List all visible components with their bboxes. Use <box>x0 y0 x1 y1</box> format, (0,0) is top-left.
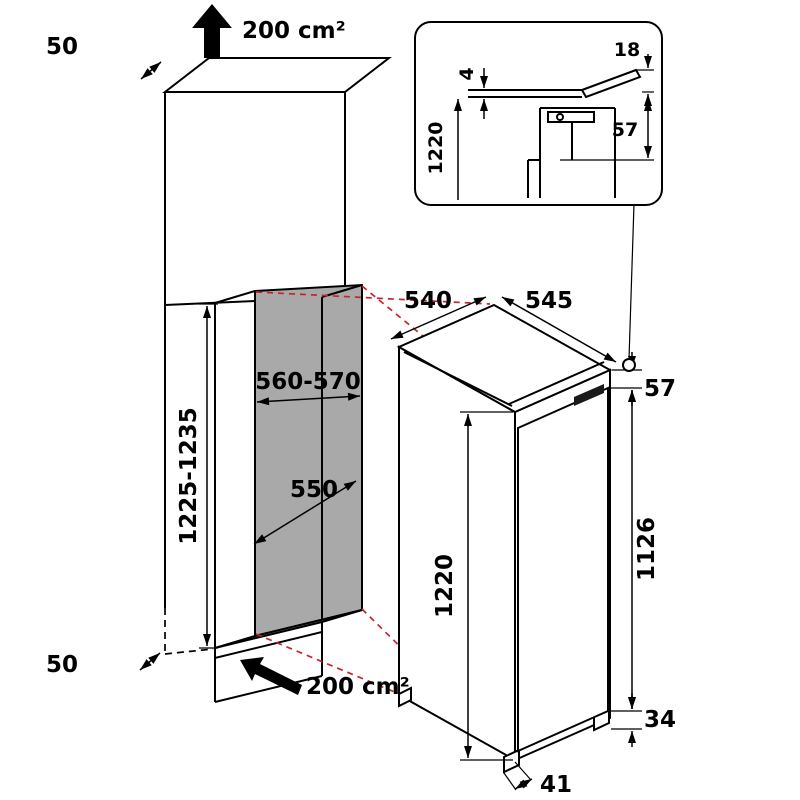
inset-dim-height: 1220 <box>425 122 447 175</box>
dim-door-height: 1126 <box>634 517 660 581</box>
inset-dim-gap: 4 <box>456 67 478 80</box>
dim-niche-depth: 550 <box>290 477 338 503</box>
airflow-arrow-bottom <box>240 657 302 695</box>
airflow-arrow-top <box>192 4 232 58</box>
dim-top-clearance: 50 <box>46 34 78 60</box>
dim-appliance-width: 545 <box>525 288 573 314</box>
appliance-foot-front <box>503 748 520 774</box>
detail-hinge-bracket <box>547 111 595 123</box>
appliance-door <box>517 386 609 753</box>
dim-appliance-depth: 540 <box>404 288 452 314</box>
inset-dim-overlap: 18 <box>614 39 640 61</box>
dim-niche-height: 1225-1235 <box>176 407 202 545</box>
appliance-foot-back <box>398 686 412 708</box>
dim-appliance-height: 1220 <box>432 554 458 618</box>
dim-niche-width: 560-570 <box>255 369 361 395</box>
inset-dim-top-clearance: 57 <box>612 119 638 141</box>
appliance-drawing <box>390 296 642 791</box>
detail-hinge-screw <box>556 113 564 121</box>
detail-inset <box>414 21 663 372</box>
label-top-vent-area: 200 cm² <box>242 18 346 44</box>
niche-back-panel <box>254 283 363 638</box>
vent-grille <box>574 384 604 406</box>
detail-trim-wedge <box>580 68 642 99</box>
dim-plinth-height: 34 <box>644 707 676 733</box>
detail-inset-frame <box>414 21 663 206</box>
dim-foot-offset: 41 <box>540 772 572 798</box>
dim-top-to-door: 57 <box>644 376 676 402</box>
cabinet-drawing <box>139 4 392 703</box>
cabinet-top-face <box>162 57 392 93</box>
appliance-side-face <box>398 345 516 762</box>
label-bottom-vent-area: 200 cm² <box>306 674 410 700</box>
dim-bottom-clearance: 50 <box>46 652 78 678</box>
detail-reference-marker <box>622 358 636 372</box>
